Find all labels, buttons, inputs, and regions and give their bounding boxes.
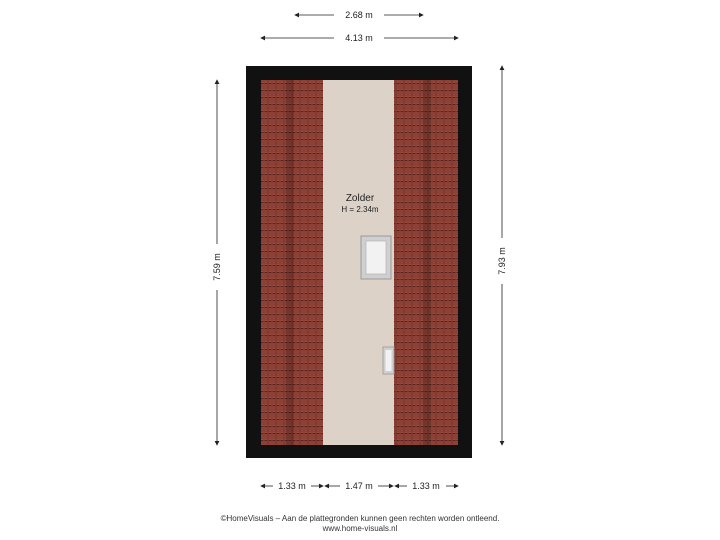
dim-bottom-3-label: 1.33 m <box>412 481 440 491</box>
roof-left <box>261 80 323 445</box>
dim-left-label: 7.59 m <box>212 253 222 281</box>
dim-top-inner-label: 2.68 m <box>345 10 373 20</box>
dim-top-outer-label: 4.13 m <box>345 33 373 43</box>
dim-bottom-1-label: 1.33 m <box>278 481 306 491</box>
roof-right <box>394 80 458 445</box>
dim-bottom-2-label: 1.47 m <box>345 481 373 491</box>
dim-right-label: 7.93 m <box>497 247 507 275</box>
roof-left-shade <box>286 80 294 445</box>
vent-inner <box>385 350 392 371</box>
skylight-inner <box>365 240 387 275</box>
room-name: Zolder <box>346 193 375 204</box>
roof-right-shade <box>423 80 431 445</box>
room-height: H = 2.34m <box>341 205 378 214</box>
footer-disclaimer: ©HomeVisuals – Aan de plattegronden kunn… <box>220 514 500 523</box>
footer-website: www.home-visuals.nl <box>322 524 398 533</box>
